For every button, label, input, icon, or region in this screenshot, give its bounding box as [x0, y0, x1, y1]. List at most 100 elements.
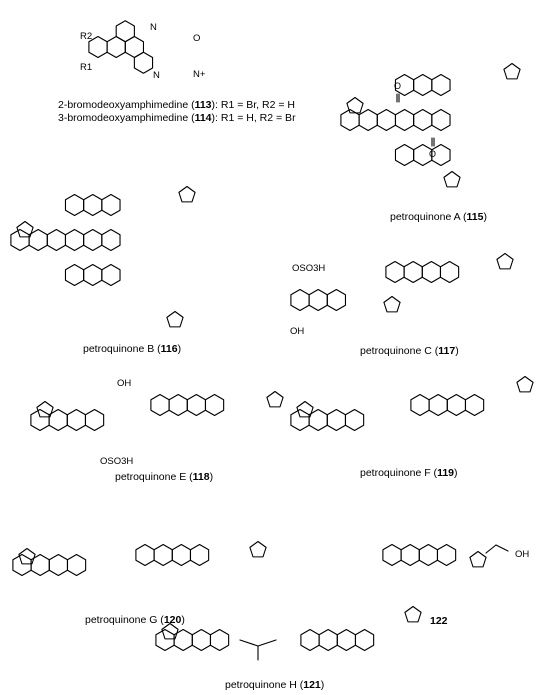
- bridge-121: [257, 639, 277, 647]
- ring-115: [358, 108, 378, 132]
- ring-120: [135, 543, 155, 567]
- oxygen-atom: O: [429, 149, 436, 159]
- furan-121: [161, 622, 179, 640]
- atom-oh-118: OH: [117, 378, 132, 389]
- ring-119: [326, 408, 347, 432]
- caption-115: petroquinone A (115): [390, 211, 487, 223]
- ring-118: [30, 408, 50, 432]
- furan-119: [516, 375, 534, 393]
- furan-118: [36, 400, 54, 418]
- ring-116: [64, 193, 85, 217]
- caption-122: 122: [430, 615, 448, 627]
- furan-115: [503, 62, 521, 80]
- atom-r1: R1: [80, 62, 93, 73]
- ring-121: [354, 628, 375, 652]
- ring-119: [446, 393, 467, 417]
- ring-119: [428, 393, 448, 417]
- ring-116: [64, 263, 85, 287]
- side-chain-122: [495, 544, 509, 552]
- ring-121: [336, 628, 357, 652]
- ring-117: [403, 260, 423, 284]
- ring-115: [431, 73, 451, 97]
- ring-118: [150, 393, 170, 417]
- ring-116: [46, 228, 67, 252]
- ring-117: [308, 288, 328, 312]
- ring-121: [318, 628, 338, 652]
- atom-n-plus: N+: [193, 69, 206, 80]
- furan-122: [469, 550, 487, 568]
- ring-117: [385, 260, 405, 284]
- furan-119: [296, 400, 314, 418]
- ring-121: [191, 628, 212, 652]
- ring-120: [171, 543, 192, 567]
- ring-115: [376, 108, 397, 132]
- ring-120: [189, 543, 210, 567]
- ring-122: [418, 543, 439, 567]
- lactone-117: [383, 295, 401, 313]
- caption-121: petroquinone H (121): [225, 679, 325, 691]
- furan-120: [249, 540, 267, 558]
- ring-118: [204, 393, 225, 417]
- ring-120: [153, 543, 173, 567]
- atom-r2: R2: [80, 31, 93, 42]
- caption-117: petroquinone C (117): [360, 345, 459, 357]
- atom-n-middle: N: [153, 70, 160, 81]
- ring-115: [413, 73, 433, 97]
- furan-116: [16, 220, 34, 238]
- bridge-121: [239, 639, 259, 647]
- ring-118: [168, 393, 188, 417]
- caption-116: petroquinone B (116): [83, 343, 182, 355]
- oxygen-atom: O: [394, 81, 401, 91]
- ring-120: [66, 553, 87, 577]
- ring-118: [66, 408, 87, 432]
- ring-119: [464, 393, 485, 417]
- ring-115: [431, 108, 451, 132]
- furan-121: [404, 605, 422, 623]
- ring-113: [115, 20, 135, 43]
- ring-121: [209, 628, 230, 652]
- ring-116: [10, 228, 30, 252]
- furan-117: [496, 252, 514, 270]
- ring-121: [300, 628, 320, 652]
- caption-113: 2-bromodeoxyamphimedine (113): R1 = Br, …: [58, 99, 295, 111]
- ring-116: [101, 263, 121, 287]
- furan-116: [178, 185, 196, 203]
- ring-116: [83, 228, 103, 252]
- ring-119: [410, 393, 430, 417]
- furan-115: [346, 96, 364, 114]
- atom-osulfate-117: OSO3H: [292, 263, 326, 274]
- ring-117: [439, 260, 460, 284]
- caption-120: petroquinone G (120): [85, 614, 185, 626]
- ring-119: [290, 408, 310, 432]
- ring-120: [12, 553, 32, 577]
- ring-115: [413, 108, 433, 132]
- ring-122: [382, 543, 402, 567]
- caption-114: 3-bromodeoxyamphimedine (114): R1 = H, R…: [58, 112, 296, 124]
- ring-117: [326, 288, 347, 312]
- ring-116: [101, 193, 121, 217]
- ring-122: [400, 543, 420, 567]
- furan-116: [166, 310, 184, 328]
- furan-120: [18, 547, 36, 565]
- atom-n-upper: N: [150, 22, 157, 33]
- ring-118: [186, 393, 207, 417]
- furan-118: [266, 390, 284, 408]
- caption-119: petroquinone F (119): [360, 467, 458, 479]
- ring-120: [48, 553, 69, 577]
- ring-121: [155, 628, 175, 652]
- ring-119: [344, 408, 365, 432]
- ring-115: [431, 143, 451, 167]
- ring-115: [394, 143, 415, 167]
- ring-113: [133, 51, 154, 74]
- ring-117: [290, 288, 310, 312]
- furan-115: [443, 170, 461, 188]
- atom-oh-122: OH: [515, 549, 530, 560]
- ring-117: [421, 260, 442, 284]
- ring-116: [83, 193, 103, 217]
- atom-osulfate-118: OSO3H: [100, 456, 134, 467]
- atom-o-carbonyl: O: [193, 33, 201, 44]
- caption-118: petroquinone E (118): [115, 471, 214, 483]
- atom-oh-117: OH: [290, 326, 305, 337]
